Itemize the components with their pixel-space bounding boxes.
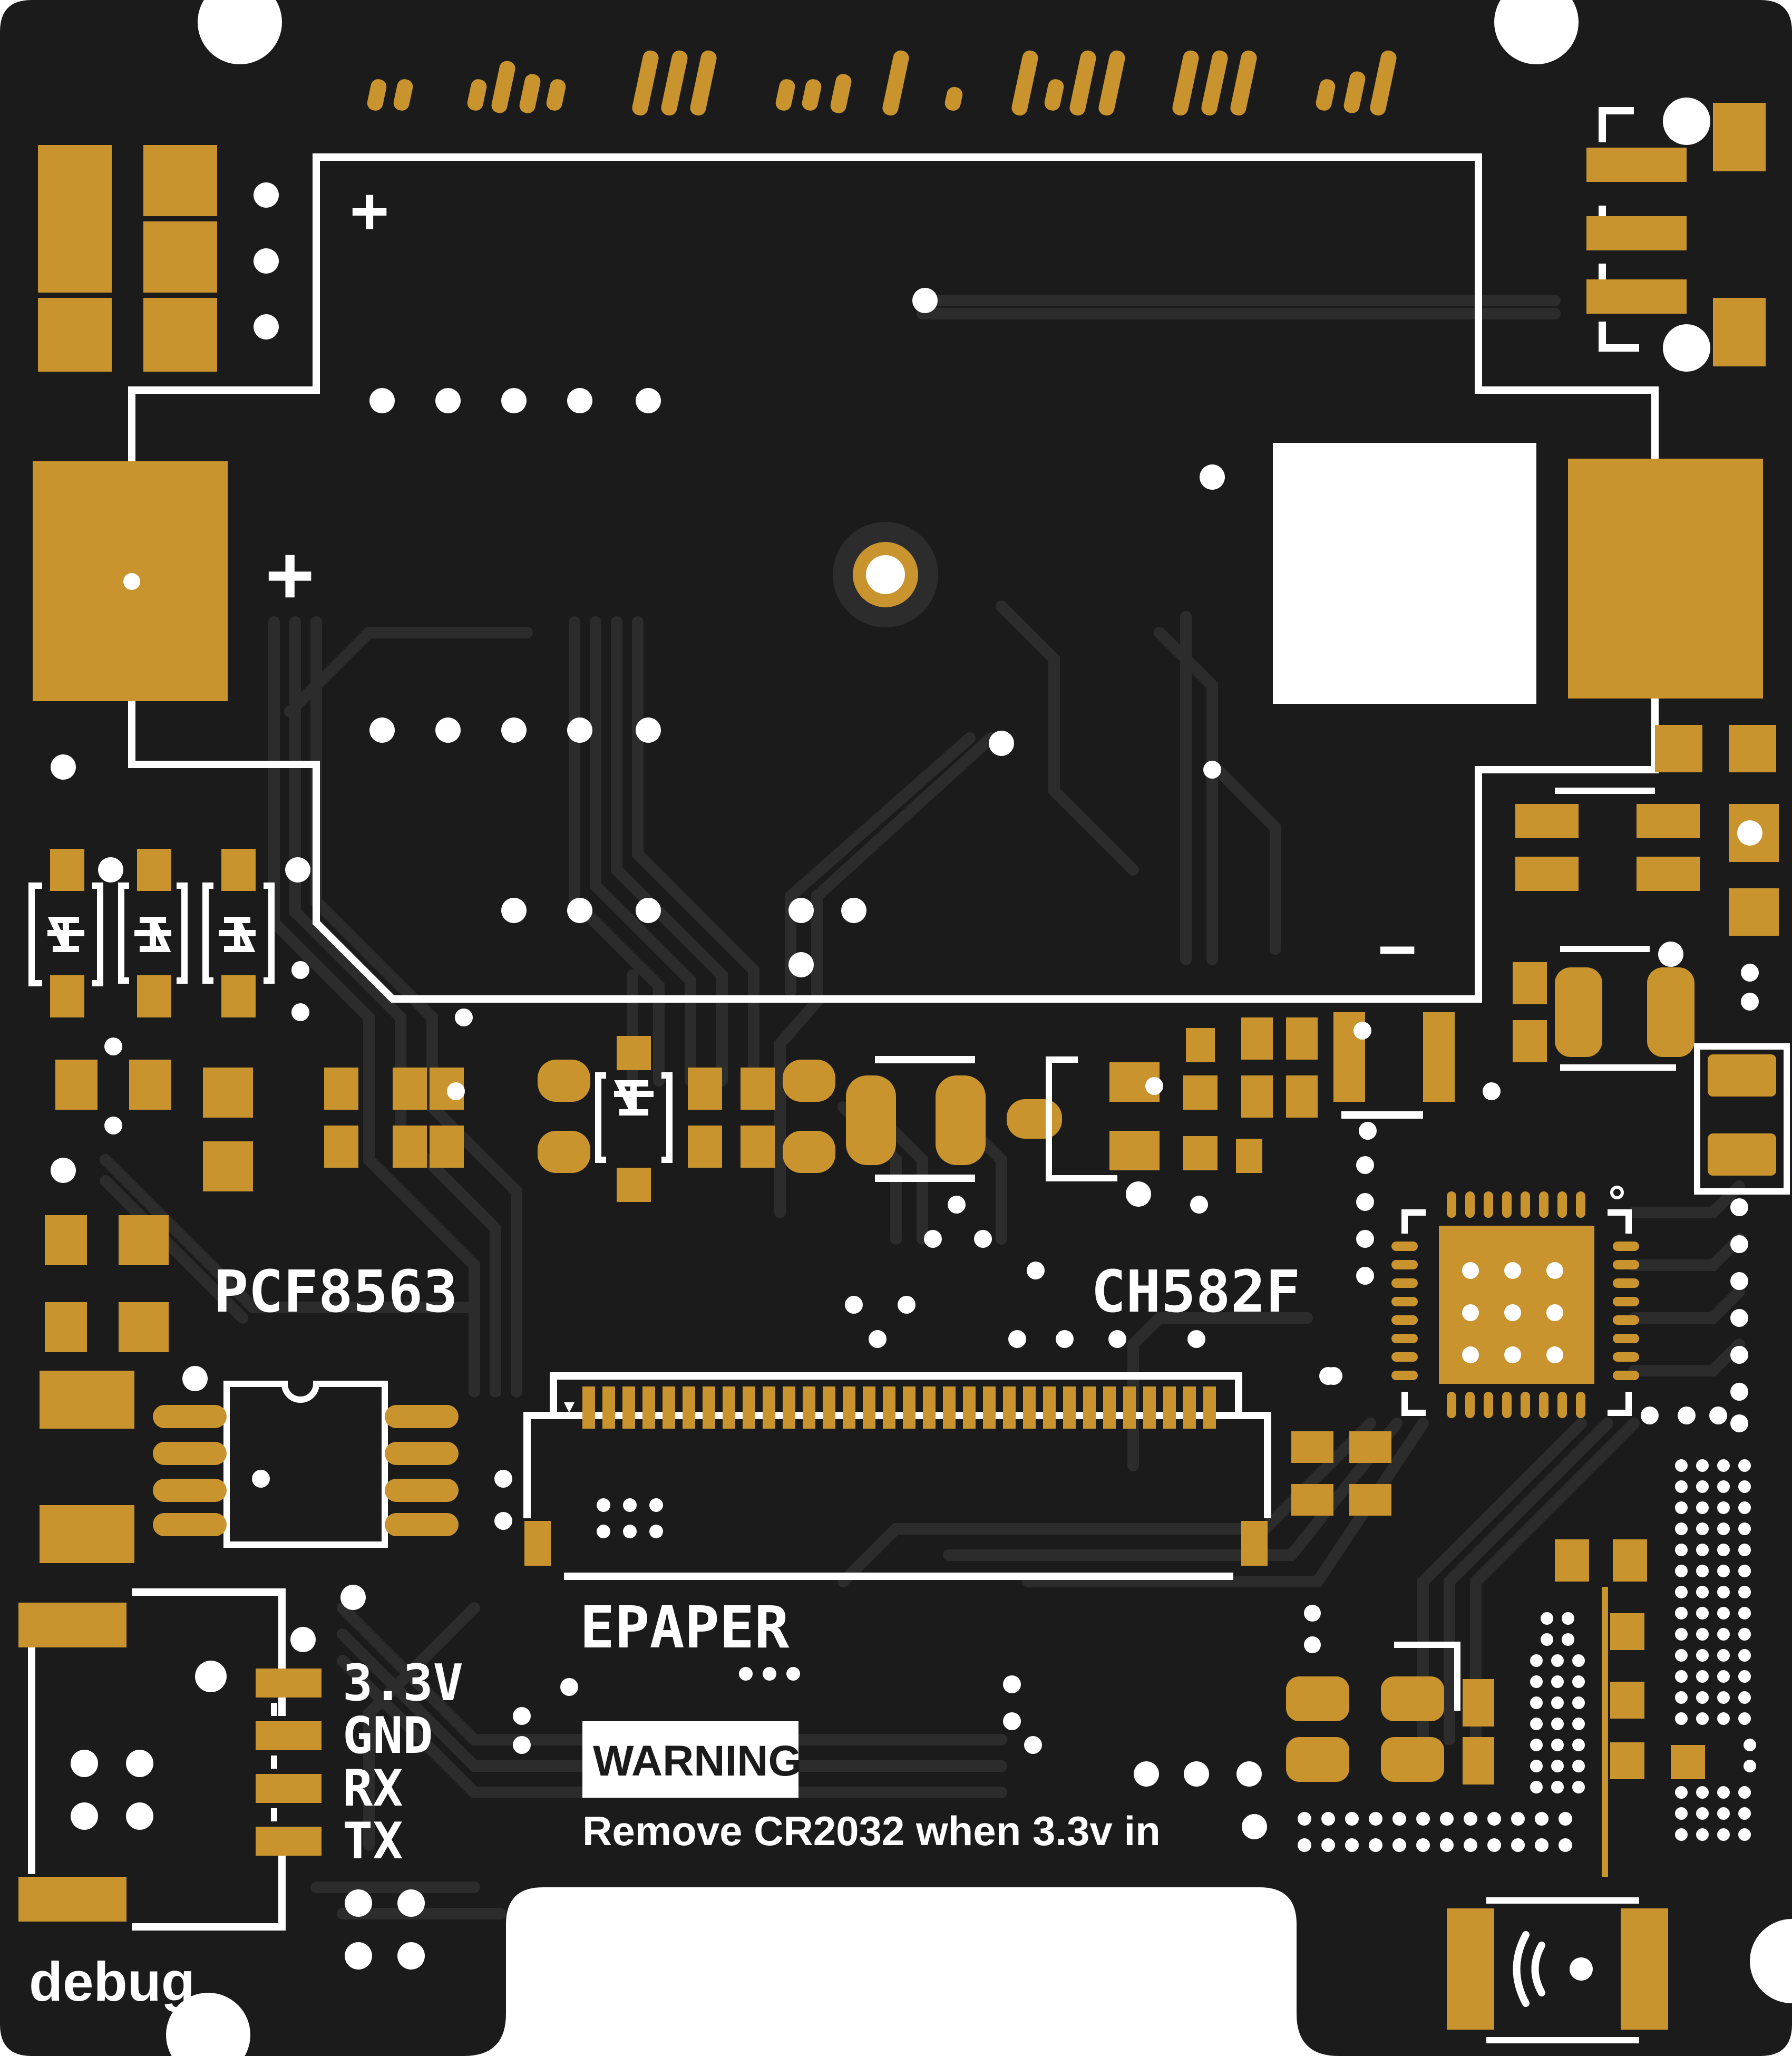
left-diodes (28, 849, 310, 1021)
ground-via-array (1134, 1459, 1756, 1852)
debug-label: debug (29, 1951, 195, 2013)
top-edge-pads (367, 50, 1397, 116)
battery-holder-outline (128, 153, 1659, 1003)
pcf8563-ic (153, 1381, 512, 1548)
warning-title: WARNING (593, 1737, 802, 1785)
ch582f-label: CH582F (1091, 1258, 1300, 1325)
left-passives (40, 1060, 464, 1563)
lower-right-components (1286, 1642, 1494, 1785)
top-right-switch (1586, 98, 1766, 372)
battery-plus-left-label: + (266, 528, 314, 620)
middle-components (538, 1012, 1501, 1385)
right-silk-marks (1555, 788, 1790, 1195)
mounting-hole-icon (166, 0, 1792, 2056)
battery-minus-label: − (1378, 912, 1416, 985)
battery-pads (33, 443, 1763, 704)
pcf8563-label: PCF8563 (213, 1258, 458, 1325)
mcu-passives (1291, 1431, 1705, 1779)
warning-text: Remove CR2032 when 3.3v in (582, 1808, 1161, 1854)
ch582f-ic (1391, 1186, 1639, 1418)
top-left-pads (38, 145, 217, 372)
epaper-connector (523, 1372, 1271, 1681)
pin-tx-label: TX (343, 1812, 403, 1870)
pin-gnd-label: GND (343, 1707, 433, 1765)
pin-33v-label: 3.3V (343, 1654, 463, 1712)
epaper-label: EPAPER (580, 1594, 790, 1661)
battery-plus-top-label: + (350, 174, 388, 247)
antenna-component (1447, 1897, 1668, 2043)
right-passives (1513, 725, 1779, 1176)
warning-notice: WARNING Remove CR2032 when 3.3v in (582, 1721, 1161, 1854)
diode-icon (47, 917, 256, 952)
antenna-icon (1513, 1931, 1545, 2007)
diode-icon (614, 1080, 654, 1116)
pin-rx-label: RX (343, 1760, 403, 1818)
debug-header (18, 1585, 1042, 1970)
